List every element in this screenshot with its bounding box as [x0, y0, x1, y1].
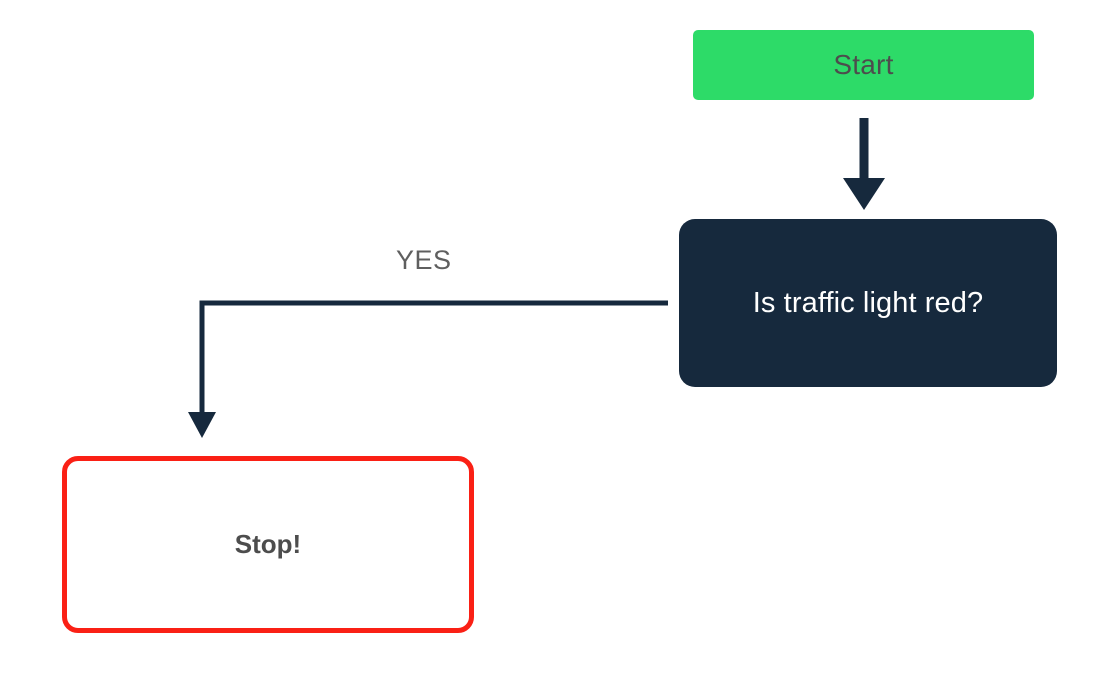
- edge-start-to-decision-arrowhead: [843, 178, 885, 210]
- node-start[interactable]: Start: [693, 30, 1034, 100]
- edge-decision-to-stop-path: [199, 300, 668, 415]
- edge-decision-to-stop-arrowhead: [188, 412, 216, 438]
- node-stop-label: Stop!: [234, 529, 302, 559]
- edge-label-yes: YES: [396, 245, 452, 275]
- node-stop[interactable]: Stop!: [62, 456, 474, 633]
- node-start-label: Start: [833, 49, 894, 80]
- node-decision-label: Is traffic light red?: [752, 286, 984, 319]
- edge-start-to-decision: [843, 118, 885, 210]
- edge-decision-to-stop: [188, 300, 668, 438]
- node-decision[interactable]: Is traffic light red?: [679, 219, 1057, 387]
